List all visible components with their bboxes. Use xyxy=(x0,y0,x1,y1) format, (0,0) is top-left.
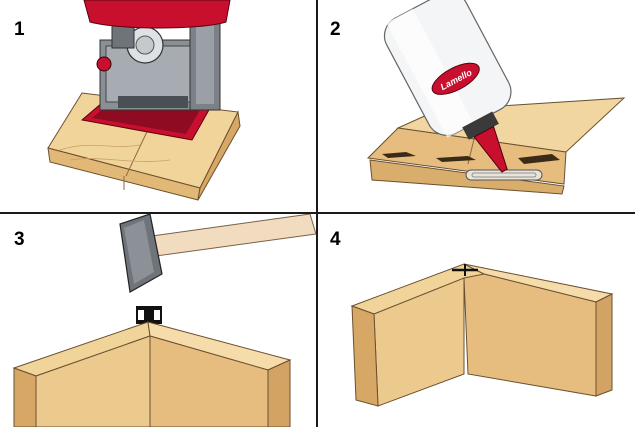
step-panel-2: 2 Lamello xyxy=(318,0,635,212)
step-panel-3: 3 xyxy=(0,214,316,427)
step-number: 3 xyxy=(14,229,25,250)
biscuit-joiner-cutting-slot-icon xyxy=(47,0,241,201)
panel-divider-horizontal xyxy=(0,212,635,214)
step-number: 1 xyxy=(14,19,25,40)
assembled-corner-joint-icon xyxy=(350,263,614,407)
glue-bottle-filling-slot-icon: Lamello xyxy=(366,0,626,195)
step-panel-1: 1 xyxy=(0,0,316,212)
step-number: 2 xyxy=(330,19,341,40)
hammer-tapping-connector-icon xyxy=(12,214,316,427)
step-number: 4 xyxy=(330,229,341,250)
step-panel-4: 4 xyxy=(318,214,635,427)
